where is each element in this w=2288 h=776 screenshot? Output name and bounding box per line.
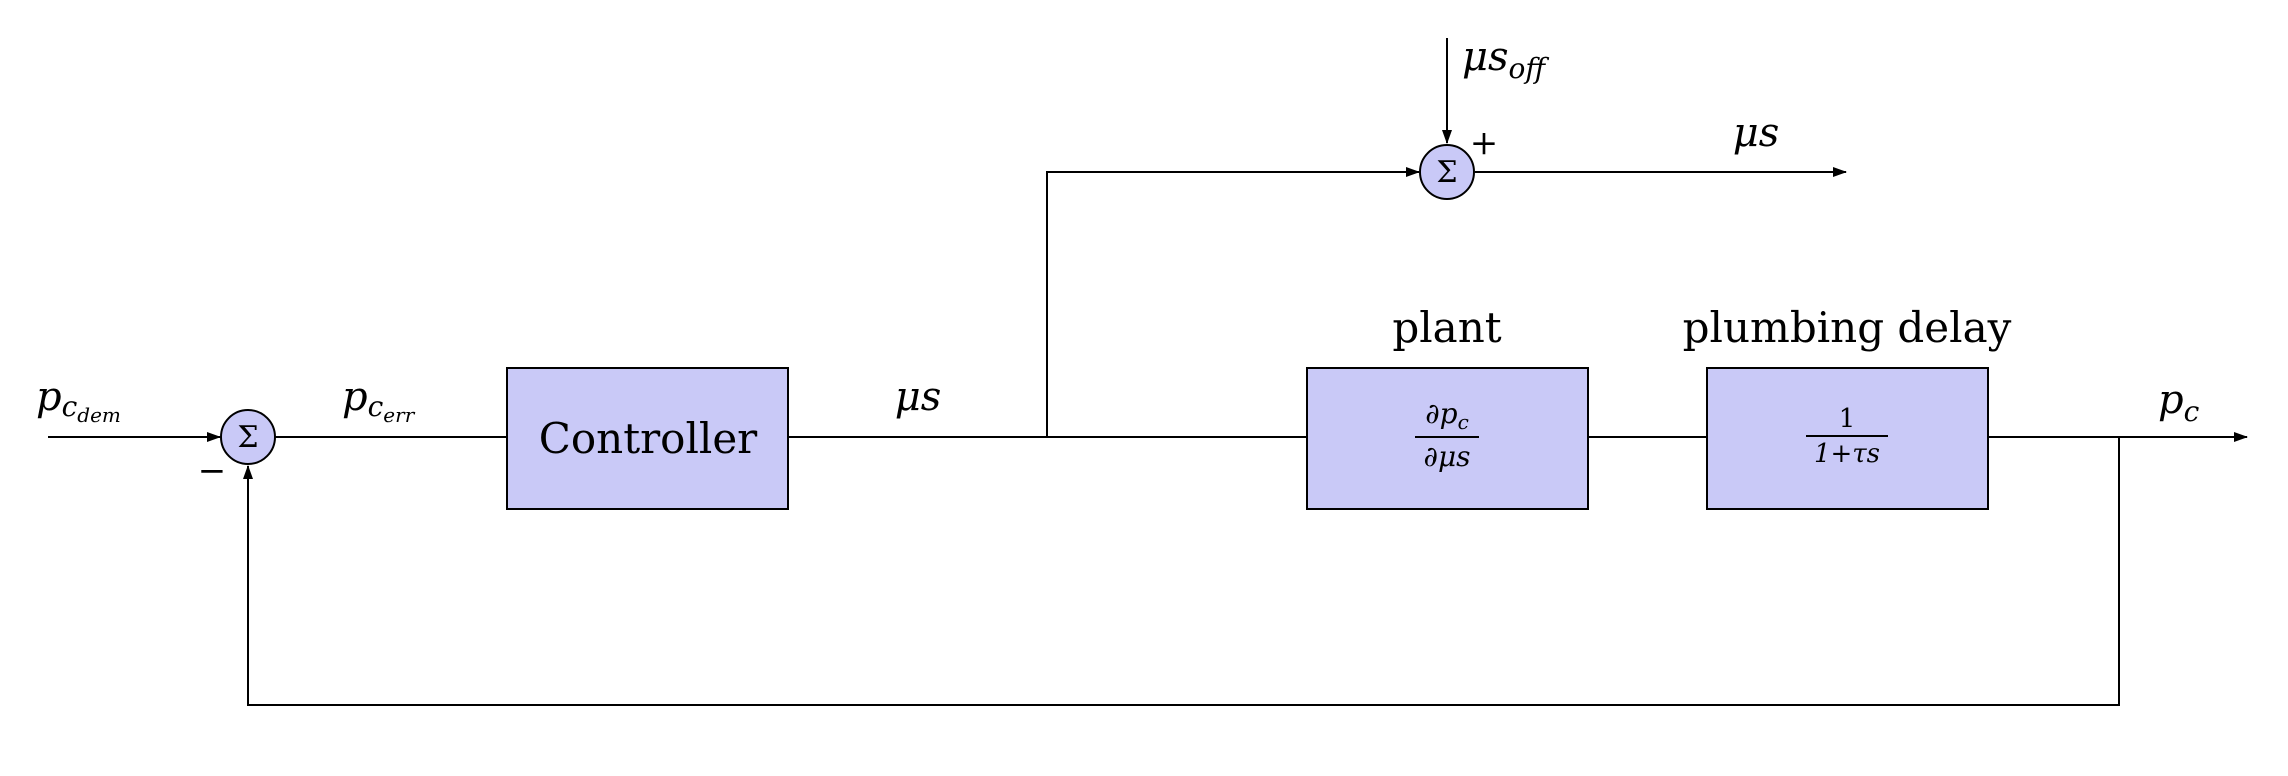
error-label: pcerr: [342, 374, 416, 427]
plumbing-delay-title: plumbing delay: [1683, 303, 2012, 352]
plant-numerator: ∂pc: [1425, 397, 1469, 434]
top-output-label: μs: [1733, 110, 1780, 156]
delay-numerator: 1: [1839, 404, 1856, 434]
minus-sign: −: [198, 451, 227, 491]
branch-to-top-sum-wire: [1046, 167, 1420, 437]
summing-symbol: Σ: [1436, 155, 1457, 190]
controller-label: Controller: [539, 414, 758, 463]
plant-title: plant: [1392, 303, 1501, 352]
plant-block: ∂pc ∂μs: [1306, 367, 1589, 510]
controller-output-label: μs: [895, 374, 942, 420]
plus-sign: +: [1470, 123, 1499, 163]
plumbing-delay-block: 1 1+τs: [1706, 367, 1989, 510]
controller-block: Controller: [506, 367, 789, 510]
offset-label: μsoff: [1462, 34, 1549, 85]
output-label: pc: [2158, 377, 2200, 428]
delay-denominator: 1+τs: [1814, 439, 1880, 469]
summing-symbol: Σ: [237, 420, 258, 455]
feedback-wire: [243, 437, 2120, 706]
input-label: pcdem: [36, 374, 121, 427]
summing-junction-left: Σ: [220, 409, 276, 465]
summing-junction-top: Σ: [1419, 144, 1475, 200]
plant-denominator: ∂μs: [1423, 440, 1470, 473]
